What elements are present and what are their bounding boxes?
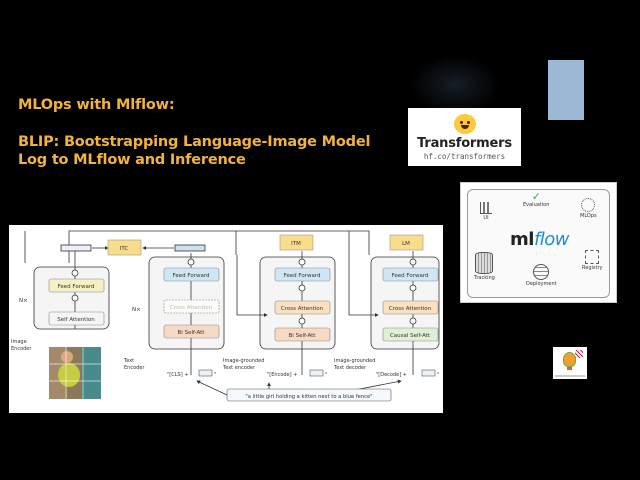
svg-text:Feed Forward: Feed Forward — [392, 273, 429, 279]
mlflow-logo: mlflow — [510, 229, 570, 250]
series-title: MLOps with Mlflow: — [18, 97, 175, 113]
mlflow-item-tracking: Tracking — [474, 252, 495, 281]
mlflow-card: UI ✓ Evaluation MLOps mlflow Tracking De… — [460, 182, 617, 303]
input-image-thumbnail — [49, 347, 101, 399]
svg-text:Image: Image — [11, 339, 27, 345]
svg-text:Cross Attention: Cross Attention — [170, 305, 213, 311]
svg-text:": " — [325, 372, 327, 378]
svg-text:Feed Forward: Feed Forward — [284, 273, 321, 279]
caption-text: "a little girl holding a kitten next to … — [245, 394, 372, 400]
video-title-line1: BLIP: Bootstrapping Language-Image Model — [18, 134, 371, 150]
network-icon — [581, 198, 596, 212]
transformers-url: hf.co/transformers — [423, 152, 506, 161]
title-block: MLOps with Mlflow: BLIP: Bootstrapping L… — [18, 97, 370, 168]
svg-text:Cross Attention: Cross Attention — [389, 306, 432, 312]
globe-icon — [533, 264, 550, 280]
svg-text:Feed Forward: Feed Forward — [58, 284, 95, 290]
svg-text:Image-grounded: Image-grounded — [334, 358, 375, 364]
svg-text:": " — [214, 372, 216, 378]
lm-head-label: LM — [402, 241, 410, 247]
svg-text:Causal Self-Att: Causal Self-Att — [390, 333, 431, 339]
hugging-face-emoji-icon — [453, 114, 476, 134]
svg-text:N×: N× — [132, 307, 141, 313]
hierarchy-icon — [585, 250, 600, 264]
svg-text:Cross Attention: Cross Attention — [281, 306, 324, 312]
itc-head-label: ITC — [120, 246, 129, 252]
svg-text:Bi Self-Att: Bi Self-Att — [178, 330, 206, 336]
huggingface-transformers-card: Transformers hf.co/transformers — [408, 108, 521, 166]
svg-text:Encoder: Encoder — [11, 346, 32, 352]
transformers-title: Transformers — [417, 136, 512, 151]
mlflow-item-evaluation: ✓ Evaluation — [523, 190, 550, 208]
lightbulb-brain-icon — [563, 352, 576, 367]
svg-text:"[Decode] +: "[Decode] + — [376, 372, 407, 378]
blip-architecture-diagram: ITC ITM LM Feed Forward Self Attention F… — [9, 225, 443, 413]
svg-text:Text decoder: Text decoder — [333, 365, 367, 371]
mlflow-item-registry: Registry — [582, 250, 602, 271]
background-glow — [410, 55, 500, 115]
svg-text:"[Encode] +: "[Encode] + — [267, 372, 297, 378]
svg-text:Text encoder: Text encoder — [222, 365, 256, 371]
mlflow-item-deployment: Deployment — [526, 264, 557, 287]
mlflow-item-mlops: MLOps — [580, 198, 597, 219]
svg-text:": " — [437, 372, 439, 378]
svg-text:Bi Self-Att: Bi Self-Att — [289, 333, 317, 339]
svg-text:Feed Forward: Feed Forward — [173, 273, 210, 279]
svg-text:Encoder: Encoder — [124, 365, 145, 371]
bar-chart-icon — [480, 202, 492, 214]
checkmark-icon: ✓ — [531, 190, 541, 203]
svg-text:Self Attention: Self Attention — [57, 317, 95, 323]
blue-accent-rectangle — [548, 60, 584, 120]
svg-text:"[CLS] +: "[CLS] + — [167, 372, 188, 378]
channel-logo-card — [553, 347, 587, 379]
svg-text:Image-grounded: Image-grounded — [223, 358, 264, 364]
database-icon — [475, 252, 494, 274]
video-title-line2: Log to MLflow and Inference — [18, 152, 246, 168]
svg-text:Text: Text — [123, 358, 134, 364]
svg-text:N×: N× — [19, 298, 28, 304]
mlflow-item-ui: UI — [480, 202, 492, 221]
itm-head-label: ITM — [291, 241, 301, 247]
